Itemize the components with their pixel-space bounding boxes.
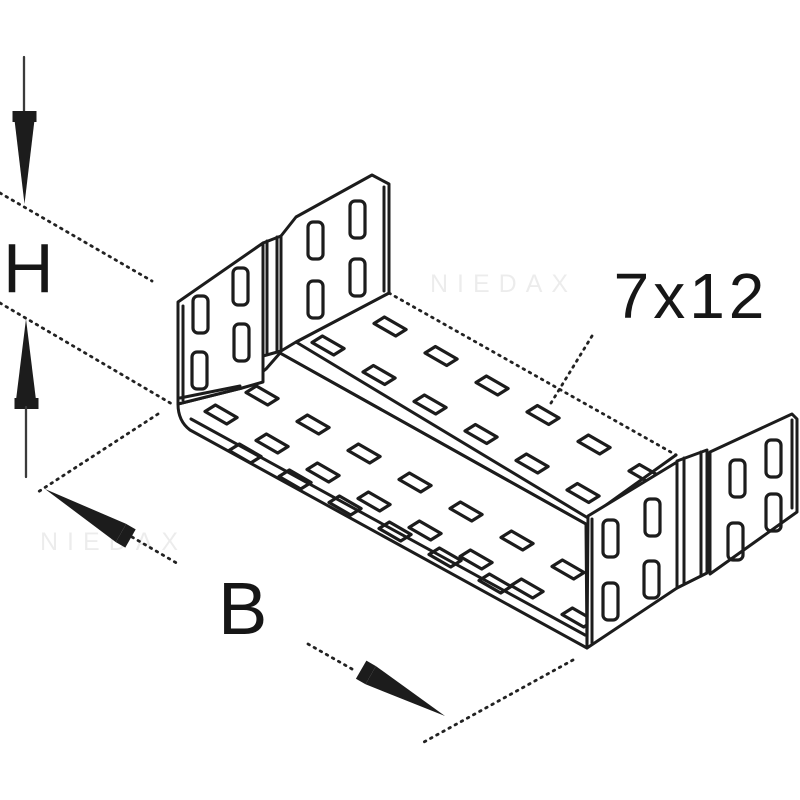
arrow-base-bar: [12, 111, 37, 122]
right-wall-front-plate: [585, 460, 679, 650]
slot-hole: [477, 572, 513, 595]
slot-hole: [306, 220, 325, 261]
slot-hole: [227, 442, 263, 465]
perforation-slots-floor-front: [203, 384, 596, 629]
extension-line: [36, 412, 160, 494]
perforation-slots: [726, 438, 783, 562]
slot-hole: [576, 433, 612, 456]
slot-hole: [412, 393, 448, 416]
dimension-shaft: [306, 642, 354, 671]
slot-hole: [306, 279, 325, 320]
slot-hole: [458, 548, 494, 571]
slot-hole: [348, 199, 367, 240]
arrow-base-bar: [115, 523, 136, 548]
slot-hole: [244, 384, 280, 407]
slot-hole: [361, 363, 397, 387]
slot-hole: [499, 529, 535, 552]
slot-size-callout: 7x12: [549, 260, 769, 405]
slot-hole: [397, 471, 433, 494]
slot-hole: [277, 468, 313, 491]
perforation-slots: [306, 199, 367, 320]
slot-hole: [474, 374, 510, 397]
slot-hole: [565, 481, 601, 505]
slot-hole: [764, 492, 783, 533]
slot-hole: [601, 518, 620, 559]
width-dimension-label: B: [218, 567, 267, 650]
slot-hole: [356, 490, 392, 513]
slot-hole: [191, 294, 210, 335]
left-wall-front-plate: [176, 241, 265, 406]
slot-hole: [310, 334, 346, 357]
slot-hole: [190, 350, 209, 391]
perforation-slots: [601, 497, 662, 622]
arrow-down-icon: [14, 120, 35, 204]
floor-far-edge: [387, 291, 678, 457]
slot-hole: [550, 558, 586, 581]
slot-hole: [726, 521, 745, 562]
perforation-slots: [190, 266, 251, 391]
slot-hole: [448, 500, 484, 523]
extension-line: [0, 301, 174, 406]
slot-hole: [231, 266, 250, 307]
right-wall-back-plate: [708, 412, 799, 576]
dimension-shaft: [130, 535, 182, 567]
slot-hole: [514, 452, 550, 475]
slot-hole: [203, 403, 239, 426]
slot-hole: [295, 413, 331, 436]
tray-body: [176, 173, 799, 650]
step-fold-upper: [294, 340, 590, 520]
arrow-base-bar: [14, 398, 39, 409]
floor-front-panel: [176, 351, 596, 650]
watermark-text: NIEDAX: [430, 270, 577, 298]
slot-hole: [348, 257, 367, 298]
slot-hole: [232, 322, 251, 363]
slot-hole: [643, 497, 662, 538]
slot-hole: [642, 559, 661, 600]
arrow-up-icon: [16, 319, 36, 400]
slot-hole: [346, 442, 382, 465]
extension-line: [422, 658, 575, 744]
left-wall-crank: [261, 234, 283, 358]
right-wall-crank: [675, 448, 709, 590]
slot-hole: [427, 546, 463, 569]
slot-hole: [525, 403, 561, 427]
leader-line: [549, 334, 594, 405]
arrow-upleft-icon: [45, 489, 127, 543]
slot-hole: [509, 577, 545, 600]
slot-hole: [764, 438, 783, 479]
slot-hole: [601, 581, 620, 622]
slot-hole: [305, 461, 341, 484]
extension-line: [0, 191, 154, 283]
slot-size-label: 7x12: [614, 260, 769, 332]
left-wall-back-plate: [279, 173, 391, 353]
perforation-slots-floor-back: [310, 315, 663, 505]
height-dimension-label: H: [3, 229, 54, 307]
dimension-h: H: [0, 55, 174, 479]
slot-hole: [463, 422, 499, 446]
step-fold-lower: [278, 351, 588, 526]
slot-hole: [423, 344, 459, 368]
slot-hole: [327, 494, 363, 517]
dimension-b: B: [36, 412, 575, 744]
slot-hole: [728, 458, 747, 499]
arrow-downright-icon: [365, 666, 445, 716]
slot-hole: [372, 315, 408, 338]
arrow-base-bar: [355, 660, 376, 685]
floor-back-panel: [294, 291, 678, 520]
slot-hole: [254, 432, 290, 455]
slot-hole: [407, 519, 443, 542]
slot-hole: [377, 520, 413, 543]
